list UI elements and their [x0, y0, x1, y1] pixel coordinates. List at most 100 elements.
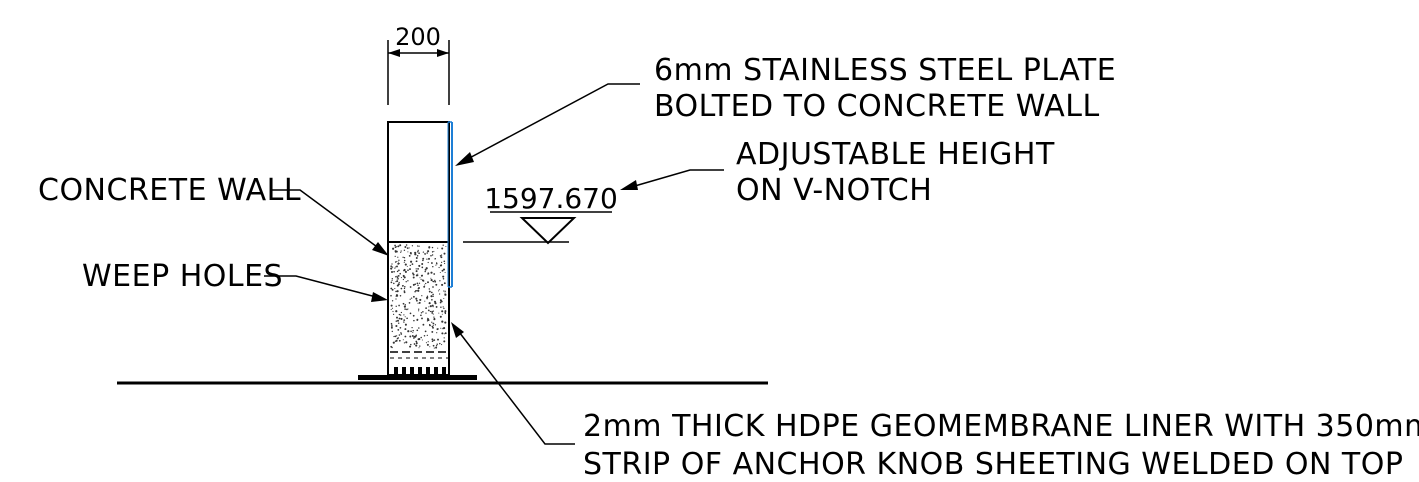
stipple-dot — [406, 317, 408, 320]
stipple-dot — [399, 272, 401, 275]
stipple-dot — [393, 336, 395, 338]
stipple-dot — [420, 278, 422, 280]
stipple-dot — [428, 247, 430, 249]
stipple-dot — [409, 298, 411, 300]
stipple-dot — [394, 255, 396, 258]
stipple-dot — [429, 324, 431, 327]
stipple-dot — [433, 347, 435, 349]
stipple-dot — [438, 266, 440, 269]
stipple-dot — [403, 261, 405, 263]
stipple-dot — [429, 346, 431, 348]
stipple-dot — [412, 331, 414, 334]
stipple-dot — [416, 318, 419, 321]
stipple-dot — [397, 329, 400, 331]
stipple-dot — [433, 273, 436, 275]
stipple-dot — [402, 285, 404, 287]
footing-plate — [358, 375, 477, 380]
stipple-dot — [427, 341, 429, 343]
ground — [117, 375, 768, 385]
stipple-dot — [407, 251, 409, 253]
stipple-dot — [418, 347, 420, 349]
stipple-dot — [415, 334, 417, 336]
stipple-dot — [427, 250, 430, 253]
stipple-dot — [402, 278, 405, 281]
stipple-dot — [430, 279, 433, 282]
stipple-dot — [439, 280, 441, 282]
stipple-dot — [403, 291, 406, 294]
stipple-dot — [409, 345, 412, 348]
anchor-knob — [442, 367, 446, 374]
stipple-dot — [418, 264, 421, 267]
stipple-dot — [422, 257, 425, 260]
stipple-dot — [394, 244, 396, 247]
stipple-dot — [425, 267, 428, 270]
stipple-dot — [443, 307, 445, 310]
stipple-dot — [404, 246, 407, 248]
stipple-dot — [403, 305, 406, 308]
stipple-dot — [395, 290, 397, 293]
stipple-dot — [413, 343, 416, 345]
anchor-knob — [410, 367, 414, 374]
stipple-dot — [395, 305, 397, 307]
leader-hdpe-liner: 2mm THICK HDPE GEOMEMBRANE LINER WITH 35… — [451, 322, 1419, 482]
stipple-dot — [410, 253, 412, 255]
stipple-dot — [395, 275, 397, 278]
stipple-dot — [441, 320, 444, 323]
stipple-dot — [427, 257, 431, 260]
stipple-dot — [445, 245, 447, 248]
stipple-dot — [396, 290, 398, 292]
stipple-dot — [434, 257, 437, 260]
stipple-dot — [398, 313, 401, 316]
stipple-dot — [427, 309, 430, 312]
stainless-steel-plate — [447, 121, 453, 288]
stipple-dot — [397, 245, 400, 248]
stipple-dot — [403, 285, 406, 288]
stipple-dot — [418, 252, 420, 255]
stipple-dot — [438, 312, 440, 314]
stipple-dot — [395, 281, 397, 283]
anchor-knobs — [394, 367, 446, 374]
stipple-dot — [396, 246, 398, 248]
stipple-dot — [432, 265, 434, 268]
stipple-dot — [398, 304, 400, 307]
plate-label-line2: BOLTED TO CONCRETE WALL — [654, 89, 1100, 124]
stipple-dot — [441, 310, 444, 313]
stipple-dot — [415, 340, 418, 343]
stipple-dot — [391, 300, 394, 302]
stipple-dot — [443, 327, 446, 330]
stipple-dot — [398, 269, 400, 272]
stipple-dot — [412, 295, 415, 298]
stipple-dot — [415, 344, 418, 347]
stipple-dot — [420, 314, 422, 317]
water-level-marker: 1597.670 — [463, 182, 618, 245]
anchor-knob — [434, 367, 438, 374]
stipple-dot — [444, 290, 446, 292]
stipple-dot — [398, 339, 401, 342]
stipple-dot — [441, 269, 444, 272]
stipple-dot — [403, 319, 406, 321]
leader-line — [627, 169, 724, 189]
concrete-fill-zone — [389, 242, 448, 374]
stipple-dot — [428, 290, 431, 293]
stipple-dot — [432, 326, 434, 329]
stipple-dot — [439, 315, 442, 318]
stipple-dot — [440, 256, 443, 259]
stipple-dot — [422, 323, 425, 326]
stipple-dot — [412, 314, 415, 317]
stipple-dot — [390, 294, 392, 297]
stipple-dot — [404, 335, 407, 338]
stipple-dot — [411, 326, 413, 329]
stipple-dot — [444, 293, 447, 296]
stipple-dot — [441, 313, 443, 315]
stipple-dot — [409, 286, 412, 288]
leader-line — [272, 189, 385, 253]
v-notch-triangle-icon — [519, 217, 577, 245]
stipple-dot — [441, 283, 444, 286]
stipple-dot — [418, 301, 421, 304]
stipple-dot — [427, 261, 429, 264]
stipple-dot — [390, 281, 393, 284]
stipple-dot — [400, 333, 403, 335]
stipple-dot — [415, 274, 418, 277]
level-value: 1597.670 — [484, 182, 618, 215]
